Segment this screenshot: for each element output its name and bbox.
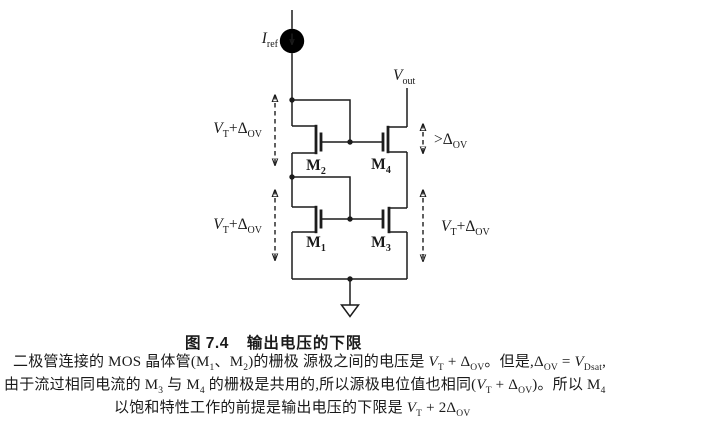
m4-label: M4 [371,156,391,177]
transistor-m3-symbol [381,206,407,234]
junction-dot-m2-drain [289,97,295,103]
annotation-left-lower: VT+ΔOV [213,216,262,237]
annotation-right-upper: >ΔOV [434,131,468,152]
m3-label: M3 [371,234,391,255]
figure-caption: 图 7.4 输出电压的下限 [185,331,362,353]
body-text-line-2: 由于流过相同电流的 M3 与 M4 的栅极是共用的,所以源极电位值也相同(VT … [4,377,606,396]
junction-dot-m1-drain [289,174,295,180]
transistor-m1-symbol [292,205,323,234]
body-text-line-1: 二极管连接的 MOS 晶体管(M1、M2)的栅极 源极之间的电压是 VT + Δ… [13,354,607,373]
figure-title: 输出电压的下限 [246,335,363,352]
ground-icon [340,304,360,318]
transistor-m2-symbol [292,124,323,155]
body-text-line-3: 以饱和特性工作的前提是输出电压的下限是 VT + 2ΔOV [114,400,471,419]
iref-label: Iref [261,30,278,51]
vout-label: Vout [393,67,416,88]
transistor-m4-symbol [381,125,407,154]
junction-dot-upper-gate [347,139,353,145]
wire-m2-drain-to-gate [292,99,351,142]
annotation-right-lower: VT+ΔOV [441,218,490,239]
annotation-left-upper: VT+ΔOV [213,120,262,141]
m1-label: M1 [306,234,326,255]
wire-m1-drain-to-gate [292,176,351,219]
figure-number: 图 7.4 [185,335,229,352]
junction-dot-ground [347,276,353,282]
junction-dot-lower-gate [347,216,353,222]
m2-label: M2 [306,157,326,178]
